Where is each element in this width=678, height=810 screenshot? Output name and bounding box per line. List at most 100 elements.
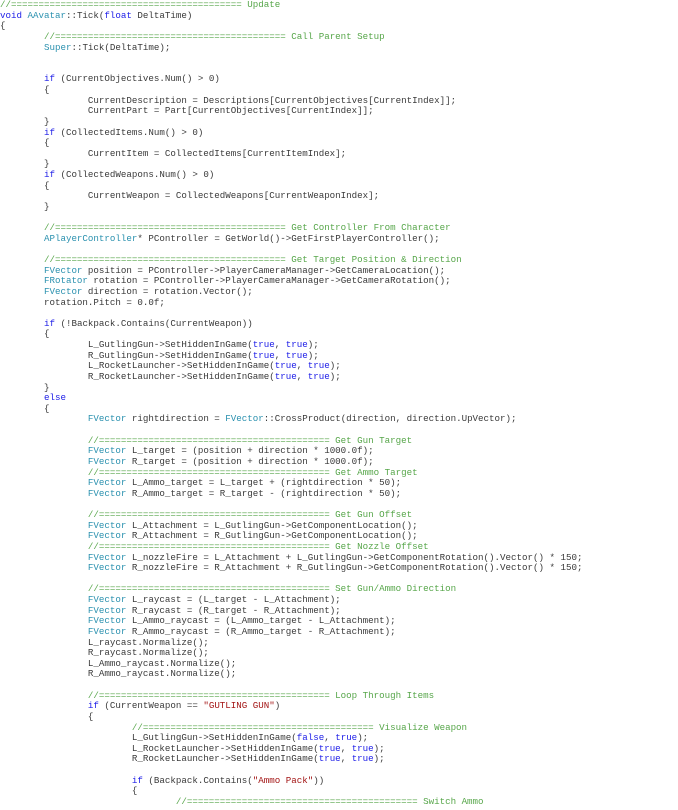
code-line[interactable]: R_RocketLauncher->SetHiddenInGame(true, … <box>0 371 678 383</box>
code-line[interactable]: FVector R_Ammo_target = R_target - (righ… <box>0 488 678 500</box>
code-line[interactable]: L_raycast.Normalize(); <box>0 637 678 649</box>
code-line[interactable]: R_RocketLauncher->SetHiddenInGame(true, … <box>0 754 678 765</box>
code-line[interactable]: else <box>0 392 678 404</box>
code-keyword: else <box>43 392 66 404</box>
code-text <box>0 275 44 286</box>
code-line[interactable]: //======================================… <box>0 467 678 479</box>
code-line[interactable]: FVector L_nozzleFire = L_Attachment + L_… <box>0 552 678 564</box>
code-line[interactable]: //======================================… <box>0 509 678 521</box>
code-line[interactable]: FVector rightdirection = FVector::CrossP… <box>0 414 678 425</box>
code-line[interactable]: //======================================… <box>0 254 678 266</box>
code-text: } <box>0 158 50 170</box>
code-text <box>0 530 88 541</box>
code-line[interactable]: FRotator rotation = PController->PlayerC… <box>0 275 678 287</box>
code-line[interactable]: FVector L_target = (position + direction… <box>0 445 678 457</box>
code-line[interactable]: { <box>0 403 678 415</box>
code-line[interactable]: FVector R_nozzleFire = R_Attachment + R_… <box>0 562 678 574</box>
code-type: FVector <box>87 445 127 457</box>
code-text: L_Ammo_raycast = (L_Ammo_target - L_Atta… <box>126 615 396 627</box>
code-line[interactable]: //======================================… <box>0 722 678 734</box>
code-line[interactable]: FVector R_Attachment = R_GutlingGun->Get… <box>0 530 678 542</box>
code-line[interactable]: FVector R_raycast = (R_target - R_Attach… <box>0 604 678 617</box>
code-type: FVector <box>87 519 127 531</box>
code-text: R_Attachment = R_GutlingGun->GetComponen… <box>126 530 418 542</box>
code-line[interactable]: //======================================… <box>0 31 678 43</box>
code-line[interactable]: L_Ammo_raycast.Normalize(); <box>0 658 678 670</box>
code-line[interactable]: FVector L_raycast = (L_target - L_Attach… <box>0 594 678 606</box>
code-text <box>0 456 88 467</box>
code-keyword: true <box>335 732 358 744</box>
code-line[interactable]: CurrentPart = Part[CurrentObjectives[Cur… <box>0 105 678 117</box>
code-line[interactable]: } <box>0 382 678 394</box>
code-line[interactable]: } <box>0 201 678 213</box>
code-line[interactable]: L_GutlingGun->SetHiddenInGame(true, true… <box>0 339 678 351</box>
code-comment: //======================================… <box>0 0 281 10</box>
code-line[interactable]: FVector R_target = (position + direction… <box>0 456 678 468</box>
code-type: AAvatar <box>27 9 66 21</box>
code-line[interactable]: CurrentItem = CollectedItems[CurrentItem… <box>0 148 678 160</box>
code-line[interactable]: CurrentWeapon = CollectedWeapons[Current… <box>0 190 678 202</box>
code-text: ) <box>274 700 281 712</box>
code-text <box>0 73 44 84</box>
code-line[interactable]: //======================================… <box>0 0 678 11</box>
code-line[interactable]: //======================================… <box>0 435 678 447</box>
code-line[interactable]: } <box>0 116 678 128</box>
code-line[interactable]: void AAvatar::Tick(float DeltaTime) <box>0 9 678 22</box>
code-line[interactable]: R_Ammo_raycast.Normalize(); <box>0 669 678 680</box>
code-string: "Ammo Pack" <box>252 774 314 786</box>
code-line[interactable]: { <box>0 711 678 723</box>
code-keyword: true <box>252 349 275 361</box>
code-line[interactable]: FVector direction = rotation.Vector(); <box>0 286 678 298</box>
code-line[interactable]: FVector L_Ammo_raycast = (L_Ammo_target … <box>0 615 678 627</box>
code-line[interactable]: if (Backpack.Contains("Ammo Pack")) <box>0 774 678 787</box>
code-line[interactable]: L_RocketLauncher->SetHiddenInGame(true, … <box>0 360 678 372</box>
code-text <box>0 445 88 456</box>
code-type: FVector <box>225 413 264 425</box>
code-line[interactable]: if (!Backpack.Contains(CurrentWeapon)) <box>0 318 678 330</box>
code-line[interactable]: L_GutlingGun->SetHiddenInGame(false, tru… <box>0 732 678 744</box>
code-text: CurrentDescription = Descriptions[Curren… <box>0 94 457 106</box>
code-line[interactable]: //======================================… <box>0 541 678 553</box>
code-line[interactable]: { <box>0 137 678 149</box>
code-type: FVector <box>87 594 127 605</box>
code-line[interactable]: { <box>0 785 678 797</box>
code-line[interactable]: if (CollectedItems.Num() > 0) <box>0 127 678 139</box>
code-line[interactable]: Super::Tick(DeltaTime); <box>0 41 678 54</box>
code-comment: //======================================… <box>43 254 462 265</box>
code-line[interactable]: //======================================… <box>0 690 678 702</box>
code-line[interactable]: { <box>0 180 678 192</box>
code-line[interactable]: APlayerController* PController = GetWorl… <box>0 232 678 245</box>
code-line[interactable]: //======================================… <box>0 796 678 808</box>
code-line[interactable]: //======================================… <box>0 222 678 234</box>
code-type: FVector <box>87 604 127 616</box>
code-line[interactable]: rotation.Pitch = 0.0f; <box>0 297 678 309</box>
code-text: , <box>274 349 286 361</box>
code-line[interactable]: { <box>0 329 678 340</box>
code-string: "GUTLING GUN" <box>203 700 275 712</box>
code-line[interactable]: L_RocketLauncher->SetHiddenInGame(true, … <box>0 743 678 755</box>
code-line[interactable]: //======================================… <box>0 584 678 595</box>
code-line[interactable]: { <box>0 20 678 32</box>
code-line[interactable]: if (CurrentWeapon == "GUTLING GUN") <box>0 700 678 712</box>
code-line[interactable] <box>0 53 678 64</box>
code-line[interactable]: FVector R_Ammo_raycast = (R_Ammo_target … <box>0 626 678 638</box>
code-line[interactable]: } <box>0 159 678 170</box>
code-line[interactable]: if (CollectedWeapons.Num() > 0) <box>0 169 678 181</box>
code-type: APlayerController <box>43 232 138 244</box>
code-line[interactable]: if (CurrentObjectives.Num() > 0) <box>0 74 678 85</box>
code-line[interactable]: R_GutlingGun->SetHiddenInGame(true, true… <box>0 349 678 362</box>
code-keyword: true <box>285 339 308 350</box>
code-text: ); <box>373 753 385 765</box>
code-line[interactable]: { <box>0 84 678 96</box>
code-line[interactable]: R_raycast.Normalize(); <box>0 647 678 659</box>
code-type: FVector <box>87 477 127 489</box>
code-line[interactable]: CurrentDescription = Descriptions[Curren… <box>0 94 678 107</box>
code-text <box>0 435 88 446</box>
code-type: Super <box>43 41 72 53</box>
code-text: { <box>0 20 6 32</box>
code-line[interactable]: FVector L_Attachment = L_GutlingGun->Get… <box>0 519 678 532</box>
code-keyword: true <box>274 360 297 372</box>
code-line[interactable]: FVector position = PController->PlayerCa… <box>0 265 678 277</box>
code-line[interactable]: FVector L_Ammo_target = L_target + (righ… <box>0 477 678 489</box>
